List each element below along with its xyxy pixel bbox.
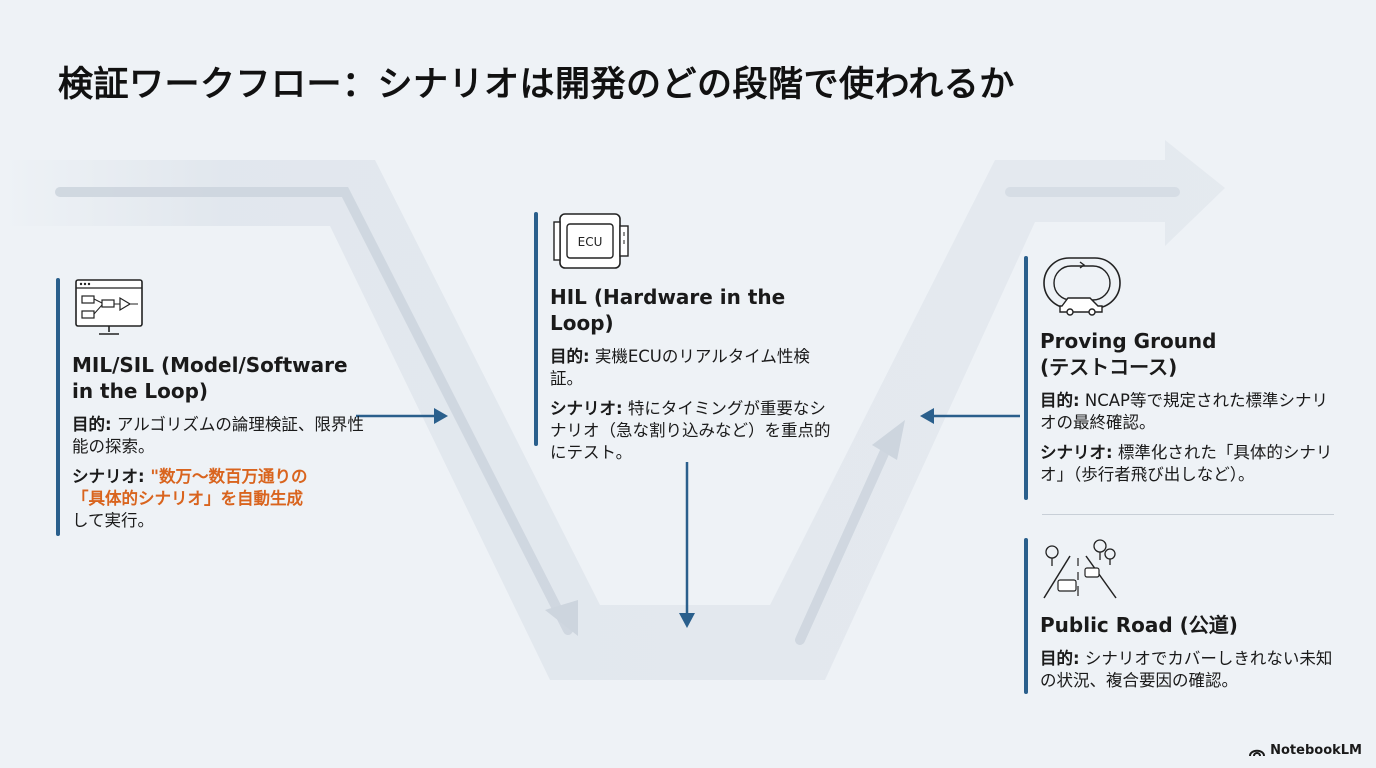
test-track-car-icon xyxy=(1043,257,1121,316)
mil-sil-card: MIL/SIL (Model/Software in the Loop) 目的:… xyxy=(56,278,372,536)
hil-purpose-label: 目的: xyxy=(550,347,590,366)
ecu-chip-icon: ECU xyxy=(553,213,629,269)
proving-purpose-text: NCAP等で規定された標準シナリオの最終確認。 xyxy=(1040,391,1328,432)
mil-purpose-label: 目的: xyxy=(72,415,112,434)
road-trees-cars-icon xyxy=(1043,539,1117,599)
proving-purpose: 目的: NCAP等で規定された標準シナリオの最終確認。 xyxy=(1040,390,1335,434)
v-inner-arrowhead-left xyxy=(545,600,578,636)
mil-purpose: 目的: アルゴリズムの論理検証、限界性能の探索。 xyxy=(72,414,372,458)
proving-scenario-text: 標準化された「具体的シナリオ」（歩行者飛び出しなど）。 xyxy=(1040,443,1333,484)
mil-scenario: シナリオ: "数万〜数百万通りの 「具体的シナリオ」を自動生成 して実行。 xyxy=(72,466,372,532)
hil-heading: HIL (Hardware in the Loop) xyxy=(550,285,786,335)
proving-scenario: シナリオ: 標準化された「具体的シナリオ」（歩行者飛び出しなど）。 xyxy=(1040,442,1340,486)
public-road-card: Public Road (公道) 目的: シナリオでカバーしきれない未知の状況、… xyxy=(1024,538,1350,694)
mil-purpose-text: アルゴリズムの論理検証、限界性能の探索。 xyxy=(72,415,364,456)
hil-scenario-text: 特にタイミングが重要なシナリオ（急な割り込みなど）を重点的にテスト。 xyxy=(550,399,831,462)
hil-scenario: シナリオ: 特にタイミングが重要なシナリオ（急な割り込みなど）を重点的にテスト。 xyxy=(550,398,842,464)
mil-accent-bar xyxy=(56,278,60,536)
mil-scenario-label: シナリオ: xyxy=(72,467,145,486)
public-heading: Public Road (公道) xyxy=(1040,613,1238,637)
proving-purpose-label: 目的: xyxy=(1040,391,1080,410)
hil-scenario-label: シナリオ: xyxy=(550,399,623,418)
proving-connector-arrowhead xyxy=(920,408,934,424)
v-inner-arrowhead-right xyxy=(872,420,905,460)
hil-connector-arrowhead xyxy=(679,613,695,628)
v-inner-line-right xyxy=(795,435,895,645)
hil-purpose-text: 実機ECUのリアルタイム性検証。 xyxy=(550,347,810,388)
mil-heading: MIL/SIL (Model/Software in the Loop) xyxy=(72,353,348,403)
mil-connector-arrowhead xyxy=(434,408,448,424)
public-purpose: 目的: シナリオでカバーしきれない未知の状況、複合要因の確認。 xyxy=(1040,648,1340,692)
hil-card: ECU HIL (Hardware in the Loop) 目的: 実機ECU… xyxy=(534,212,850,462)
hil-purpose: 目的: 実機ECUのリアルタイム性検証。 xyxy=(550,346,835,390)
public-purpose-label: 目的: xyxy=(1040,649,1080,668)
section-divider xyxy=(1042,514,1334,515)
page-title: 検証ワークフロー：シナリオは開発のどの段階で使われるか xyxy=(58,65,1015,105)
mil-scenario-highlight-2: 「具体的シナリオ」を自動生成 xyxy=(72,489,303,508)
logo-text: NotebookLM xyxy=(1270,743,1362,758)
notebooklm-logo-icon xyxy=(1249,749,1266,756)
notebooklm-logo: NotebookLM xyxy=(1249,743,1362,758)
public-purpose-text: シナリオでカバーしきれない未知の状況、複合要因の確認。 xyxy=(1040,649,1333,690)
proving-ground-card: Proving Ground (テストコース) 目的: NCAP等で規定された標… xyxy=(1024,256,1350,500)
proving-scenario-label: シナリオ: xyxy=(1040,443,1113,462)
mil-scenario-highlight-1: "数万〜数百万通りの xyxy=(144,467,308,486)
proving-heading: Proving Ground (テストコース) xyxy=(1040,329,1217,379)
hil-accent-bar xyxy=(534,212,538,446)
ecu-icon-label: ECU xyxy=(578,235,603,249)
v-inner-line-left xyxy=(55,187,573,635)
block-diagram-monitor-icon xyxy=(75,279,143,335)
public-accent-bar xyxy=(1024,538,1028,694)
proving-accent-bar xyxy=(1024,256,1028,500)
mil-scenario-tail: して実行。 xyxy=(72,511,155,530)
